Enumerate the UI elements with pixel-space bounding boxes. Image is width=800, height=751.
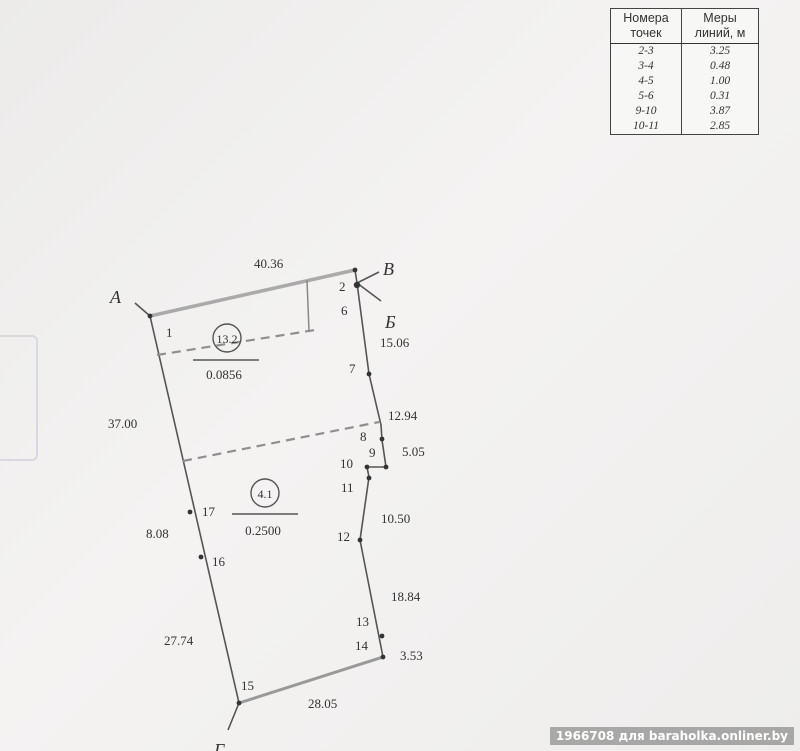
watermark: 1966708 для baraholka.onliner.by [549, 727, 794, 745]
length-cell: 3.25 [681, 43, 759, 59]
point-17: 17 [202, 504, 216, 519]
length-cell: 0.48 [681, 59, 759, 74]
point-6: 6 [341, 303, 348, 318]
point-13: 13 [356, 614, 369, 629]
point-12: 12 [337, 529, 350, 544]
length-right-mid: 12.94 [388, 408, 418, 423]
vertex-dot [353, 281, 361, 289]
vertex-dots [147, 267, 389, 706]
zone-lower: 4.1 0.2500 [232, 478, 298, 538]
point-8: 8 [360, 429, 367, 444]
point-1: 1 [166, 325, 173, 340]
vertex-dot [147, 313, 153, 319]
header-line-lengths: Меры линий, м [681, 8, 759, 44]
length-cell: 0.31 [681, 89, 759, 104]
header-point-numbers: Номера точек [610, 8, 682, 44]
pointer-v [356, 271, 380, 284]
vertex-dot [379, 436, 385, 442]
length-cell: 1.00 [681, 74, 759, 89]
pointer-b [356, 282, 382, 302]
point-pair-cell: 2-3 [610, 43, 682, 59]
pointer-a [134, 302, 151, 317]
boundary-left [149, 315, 240, 704]
point-pair-cell: 9-10 [610, 104, 682, 119]
length-bottom: 28.05 [308, 696, 337, 711]
vertex-dot [187, 509, 193, 515]
length-right-bottom: 18.84 [391, 589, 421, 604]
boundary-right [354, 269, 387, 658]
point-14: 14 [355, 638, 369, 653]
point-15: 15 [241, 678, 254, 693]
length-left-lower: 27.74 [164, 633, 194, 648]
line-lengths: 40.36 15.06 12.94 5.05 10.50 18.84 3.53 … [108, 256, 425, 711]
point-10: 10 [340, 456, 353, 471]
zone-upper-area: 0.0856 [206, 367, 242, 382]
length-left-upper: 37.00 [108, 416, 137, 431]
point-16: 16 [212, 554, 226, 569]
pointer-g [227, 702, 240, 731]
corner-pointers [134, 271, 382, 731]
vertex-dot [379, 633, 385, 639]
parcel-boundary [149, 268, 387, 705]
vertex-dot [236, 700, 242, 706]
length-top: 40.36 [254, 256, 284, 271]
vertex-dot [352, 267, 358, 273]
length-cell: 3.87 [681, 104, 759, 119]
corner-b: Б [384, 312, 396, 332]
point-7: 7 [349, 361, 356, 376]
zone-lower-circle [250, 478, 280, 508]
point-2: 2 [339, 279, 346, 294]
vertex-dot [380, 654, 386, 660]
vertex-dot [383, 464, 389, 470]
zone-lower-area: 0.2500 [245, 523, 281, 538]
point-numbers: 1 2 6 7 8 9 10 11 12 13 14 15 16 17 [166, 279, 376, 693]
point-pair-cell: 10-11 [610, 119, 682, 135]
length-left-mid: 8.08 [146, 526, 169, 541]
corner-labels: А В Б Г [109, 259, 396, 751]
zone-divider [182, 420, 380, 463]
zone-upper-circle [212, 323, 242, 353]
vertex-dot [198, 554, 204, 560]
vertex-dot [364, 464, 370, 470]
zone-lower-code: 4.1 [258, 487, 273, 501]
vertex-dot [357, 537, 363, 543]
corner-v: В [383, 259, 394, 279]
length-cell: 2.85 [681, 119, 759, 135]
stamp-remnant [0, 335, 38, 461]
boundary-top [149, 268, 356, 318]
length-corner-14: 3.53 [400, 648, 423, 663]
length-right-upper: 15.06 [380, 335, 410, 350]
length-right-lower: 10.50 [381, 511, 410, 526]
point-11: 11 [341, 480, 354, 495]
corner-g: Г [213, 740, 225, 751]
vertex-dot [366, 371, 372, 377]
corner-a: А [109, 287, 122, 307]
boundary-bottom [238, 655, 384, 705]
length-right-step: 5.05 [402, 444, 425, 459]
point-pair-cell: 4-5 [610, 74, 682, 89]
point-9: 9 [369, 445, 376, 460]
zone-lines [156, 328, 380, 463]
upper-zone-line [156, 328, 316, 357]
zone-upper-code: 13.2 [217, 332, 238, 346]
vertex-dot [366, 475, 372, 481]
inner-marker-line [306, 279, 310, 332]
zone-upper: 13.2 0.0856 [193, 323, 259, 382]
